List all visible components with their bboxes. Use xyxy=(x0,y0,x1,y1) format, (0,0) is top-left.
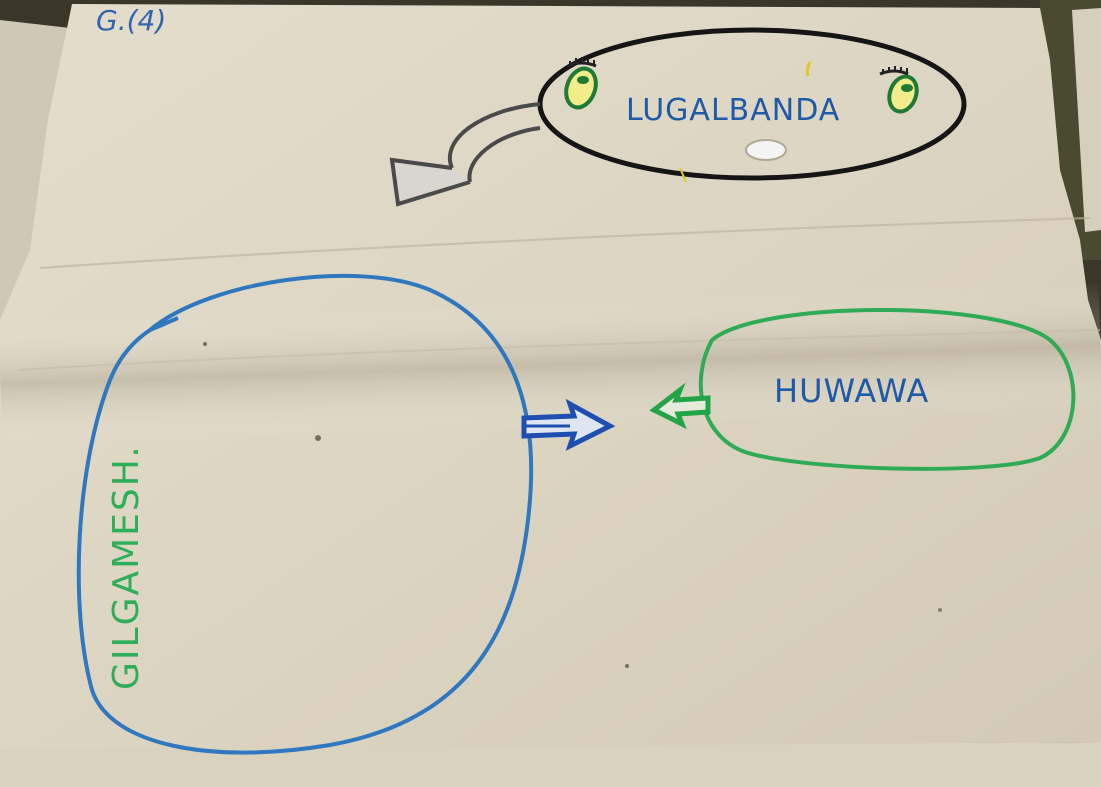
left-neighbor-sheet xyxy=(0,20,70,330)
lugalbanda-node: LUGALBANDA xyxy=(537,27,967,183)
mouth-mark xyxy=(745,139,787,161)
paper-speck xyxy=(203,342,207,346)
blue-arrow xyxy=(521,398,616,451)
paper-fold-band xyxy=(0,280,1101,450)
grey-arrow xyxy=(389,102,541,207)
huwawa-node: HUWAWA xyxy=(698,308,1076,471)
yellow-mark xyxy=(679,167,687,183)
paper-fold-middle xyxy=(19,329,1101,371)
green-arrow xyxy=(649,382,711,430)
paper-speck xyxy=(625,664,629,668)
left-eye-icon xyxy=(564,57,598,110)
paper-fold-upper xyxy=(39,217,1091,269)
right-neighbor-sheet xyxy=(1072,8,1101,232)
huwawa-label: HUWAWA xyxy=(774,372,929,410)
gilgamesh-node: GILGAMESH. xyxy=(76,273,534,755)
corner-note: G.(4) xyxy=(96,4,166,37)
paper-speck xyxy=(315,435,321,441)
gilgamesh-label: GILGAMESH. xyxy=(106,444,147,690)
gilgamesh-outline xyxy=(76,273,534,755)
lugalbanda-label: LUGALBANDA xyxy=(626,93,840,128)
right-eye-icon xyxy=(879,66,919,114)
yellow-mark xyxy=(805,61,812,77)
paper-speck xyxy=(938,608,942,612)
huwawa-outline xyxy=(698,308,1076,471)
